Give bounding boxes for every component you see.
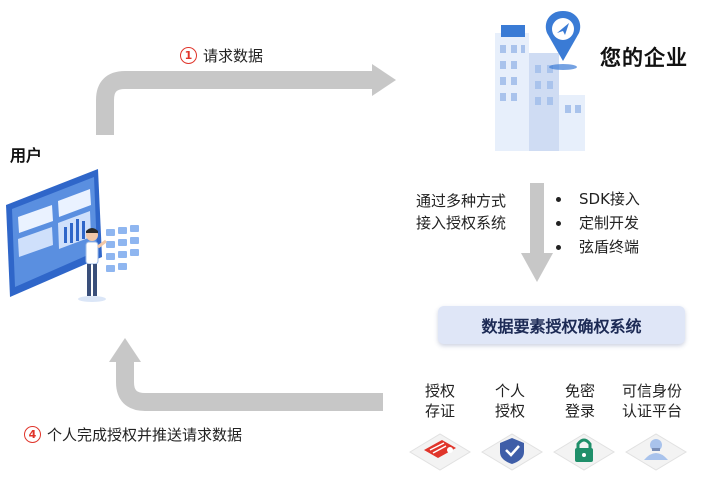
company-label: 您的企业	[600, 46, 688, 70]
step-4-label: 个人完成授权并推送请求数据	[47, 426, 243, 444]
option-item: SDK接入	[556, 187, 640, 211]
down-arrow-shaft	[530, 183, 544, 255]
option-terminal: 弦盾终端	[579, 238, 640, 256]
feature-identity-platform-line-2: 认证平台	[621, 402, 682, 420]
integration-options: SDK接入 定制开发 弦盾终端	[556, 187, 640, 259]
return-arrow	[116, 360, 383, 411]
feature-certification-line-2: 存证	[424, 402, 455, 420]
feature-certification-line-1: 授权	[424, 382, 455, 400]
location-pin-icon	[545, 11, 581, 70]
company-building-illustration	[495, 11, 585, 151]
feature-personal-auth-line-1: 个人	[494, 382, 525, 400]
feature-passwordless-line-1: 免密	[564, 382, 595, 400]
shield-check-icon	[481, 433, 543, 471]
bullet-icon	[556, 220, 561, 226]
bullet-icon	[556, 244, 561, 250]
request-arrow	[96, 71, 375, 135]
step-4: 4 个人完成授权并推送请求数据	[24, 424, 242, 445]
authorization-system-box: 数据要素授权确权系统	[438, 306, 685, 344]
feature-personal-auth-line-2: 授权	[494, 402, 525, 420]
integration-method-line-1: 通过多种方式	[415, 192, 506, 210]
certificate-icon	[409, 433, 471, 471]
feature-identity-platform: 可信身份 认证平台	[616, 381, 688, 421]
feature-passwordless: 免密 登录	[552, 381, 608, 421]
option-item: 定制开发	[556, 211, 640, 235]
return-arrow-head	[109, 338, 141, 362]
request-arrow-head	[372, 64, 396, 96]
bullet-icon	[556, 196, 561, 202]
integration-method-line-2: 接入授权系统	[415, 214, 506, 232]
step-1-number: 1	[180, 47, 197, 64]
feature-personal-auth: 个人 授权	[482, 381, 538, 421]
option-sdk: SDK接入	[579, 190, 640, 208]
feature-identity-platform-line-1: 可信身份	[621, 382, 682, 400]
feature-certification: 授权 存证	[412, 381, 468, 421]
padlock-icon	[553, 433, 615, 471]
feature-passwordless-line-2: 登录	[564, 402, 595, 420]
integration-method: 通过多种方式 接入授权系统	[378, 190, 506, 234]
step-1: 1 请求数据	[180, 45, 263, 66]
down-arrow-head	[521, 253, 553, 282]
option-custom: 定制开发	[579, 214, 640, 232]
user-label: 用户	[10, 146, 43, 165]
user-dashboard-illustration	[6, 169, 139, 302]
step-4-number: 4	[24, 426, 41, 443]
step-1-label: 请求数据	[203, 47, 264, 65]
id-person-icon	[625, 433, 687, 471]
option-item: 弦盾终端	[556, 235, 640, 259]
